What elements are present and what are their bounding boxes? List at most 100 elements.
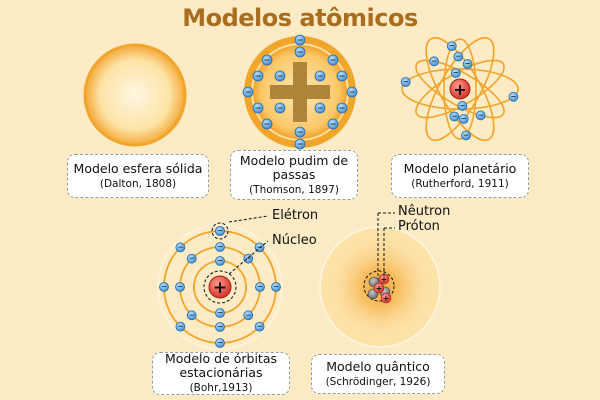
electron-sign: − (455, 52, 461, 61)
dalton-sphere (83, 43, 187, 147)
electron-sign: − (245, 87, 252, 96)
electron (254, 321, 265, 332)
bohr-model: + −−−−−−−−−−−−−−−−−−− (157, 215, 283, 350)
electron-sign: − (349, 87, 356, 96)
electron-sign: − (264, 119, 271, 128)
electron-sign: − (264, 55, 271, 64)
electron-sign: − (257, 282, 263, 291)
electron-pointer (228, 215, 269, 223)
electron (215, 226, 225, 236)
electron (271, 282, 281, 292)
electron-sign: − (257, 322, 263, 331)
electron (336, 70, 348, 82)
electron (186, 253, 197, 264)
dalton-model-name: Modelo esfera sólida (73, 160, 203, 176)
electron (400, 77, 411, 87)
proton-sign: + (381, 275, 388, 284)
electron-sign: − (189, 310, 195, 319)
electron (462, 59, 473, 69)
electron (450, 68, 461, 78)
proton-sign: + (383, 294, 390, 303)
rutherford-caption: Modelo planetário (Rutherford, 1911) (391, 154, 529, 198)
rutherford-orbit (425, 36, 495, 142)
electron-sign: − (217, 322, 223, 331)
electron (175, 282, 185, 292)
electron-sign: − (217, 256, 223, 265)
thomson-plus-horizontal (270, 85, 330, 99)
electron-sign: − (330, 55, 337, 64)
electron (186, 310, 197, 321)
electron-sign: − (339, 103, 346, 112)
electron (252, 70, 264, 82)
electron-sign: − (217, 226, 223, 235)
electron (294, 138, 306, 150)
electron-sign: − (161, 282, 167, 291)
electron-sign: − (297, 35, 304, 44)
electron (314, 70, 326, 82)
electron (314, 102, 326, 114)
electron (175, 242, 186, 253)
bohr-caption: Modelo de órbitas estacionárias (Bohr,19… (152, 352, 290, 395)
electron (175, 321, 186, 332)
electron-label: Elétron (272, 208, 319, 223)
electron-sign: − (257, 242, 263, 251)
rutherford-model-author: (Rutherford, 1911) (411, 177, 509, 190)
electron-sign: − (245, 254, 251, 263)
electron (475, 110, 486, 121)
electron-sign: − (431, 56, 437, 65)
page-title: Modelos atômicos (182, 4, 418, 32)
rutherford-orbit (415, 59, 505, 119)
electron (261, 118, 273, 130)
electron (508, 91, 519, 102)
electron (294, 34, 306, 46)
rutherford-orbit (443, 38, 477, 140)
electron-sign: − (177, 322, 183, 331)
electron-sign: − (330, 119, 337, 128)
electron-sign: − (461, 114, 467, 123)
electron-marker (211, 222, 229, 240)
neutron-label: Nêutron (398, 204, 451, 219)
electron-sign: − (177, 282, 183, 291)
quantum-model-name: Modelo quântico (326, 358, 430, 374)
rutherford-model: + −−−−−−−−−−−− (400, 36, 519, 142)
proton-label: Próton (398, 219, 440, 234)
electron (294, 126, 306, 138)
electron (274, 70, 286, 82)
electron (215, 338, 225, 348)
electron (252, 102, 264, 114)
electron-sign: − (273, 282, 279, 291)
electron (215, 256, 225, 266)
rutherford-model-name: Modelo planetário (403, 160, 517, 176)
electron (461, 130, 471, 141)
electron (453, 51, 464, 62)
electron (458, 114, 469, 124)
electron-sign: − (297, 127, 304, 136)
electron (243, 253, 254, 264)
electron (446, 41, 457, 52)
nucleus-pointer (228, 240, 269, 275)
thomson-model-author: (Thomson, 1897) (249, 183, 339, 196)
proton (373, 282, 385, 294)
bohr-model-author: (Bohr,1913) (189, 382, 253, 394)
electron-sign: − (478, 110, 484, 119)
electron (242, 86, 254, 98)
electron-sign: − (255, 103, 262, 112)
rutherford-nucleus-sign: + (453, 80, 466, 99)
bohr-glow (157, 224, 283, 350)
electron-sign: − (297, 139, 304, 148)
electron (261, 54, 273, 66)
electron (429, 56, 439, 67)
electron-sign: − (277, 71, 284, 80)
electron (215, 242, 225, 252)
electron-sign: − (297, 47, 304, 56)
electron (327, 54, 339, 66)
electron (215, 308, 225, 318)
bohr-nucleus (208, 275, 232, 299)
bohr-nucleus-sign: + (213, 278, 227, 298)
thomson-model: −−−−−−−−−−−−−−−−−− (242, 34, 358, 150)
proton-sign: + (376, 284, 383, 293)
electron (327, 118, 339, 130)
rutherford-orbit (425, 36, 495, 142)
quantum-caption: Modelo quântico (Schrödinger, 1926) (311, 354, 445, 394)
electron (336, 102, 348, 114)
